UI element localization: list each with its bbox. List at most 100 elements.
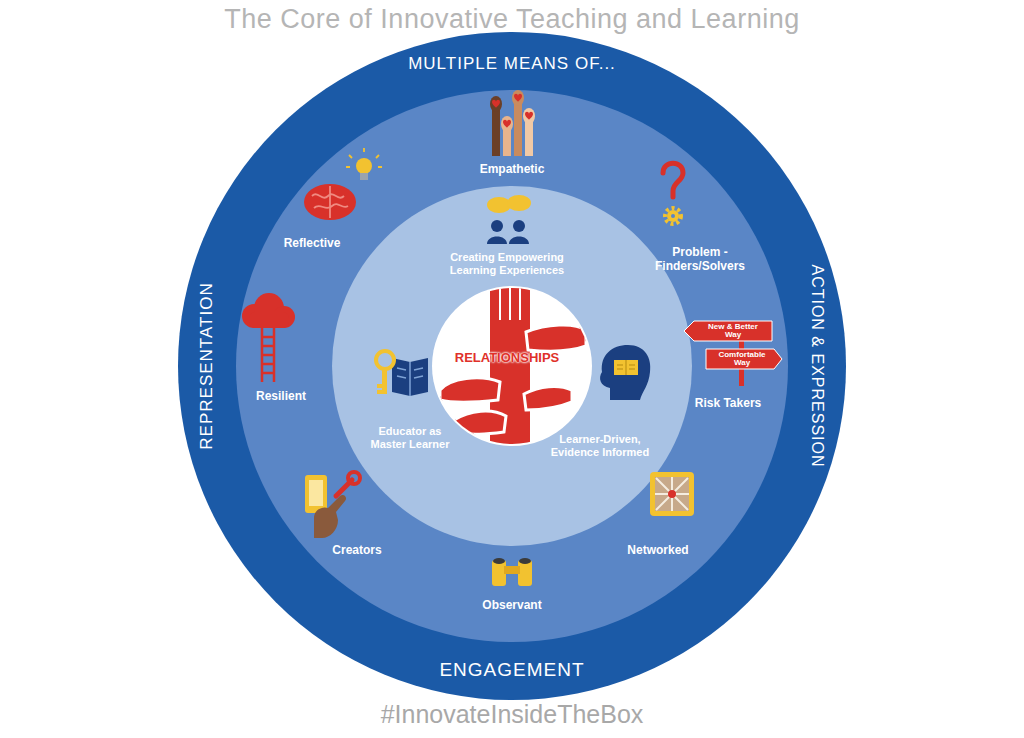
people-bubbles-icon-part	[487, 237, 529, 245]
creator-tools-icon	[305, 472, 360, 538]
key-book-icon-part	[392, 358, 428, 396]
cloud-ladder-icon-part	[273, 306, 295, 328]
relationship-hands-icon-part	[490, 288, 530, 448]
empathetic-hands-icon-part	[525, 120, 533, 156]
question-gear-icon-part	[663, 163, 683, 197]
question-gear-icon	[663, 163, 683, 224]
trait-label: Resilient	[241, 390, 321, 404]
brain-bulb-icon-part	[346, 148, 382, 167]
circle-fill	[178, 32, 846, 700]
cloud-ladder-icon	[242, 293, 295, 382]
brain-bulb-icon-part	[356, 158, 372, 174]
empathetic-hands-icon-part	[492, 100, 500, 108]
question-gear-icon-part	[665, 208, 681, 224]
ring-label: ACTION & EXPRESSION	[808, 264, 826, 467]
key-book-icon-part	[376, 351, 394, 369]
question-gear-icon-part	[667, 210, 679, 222]
binoculars-icon	[492, 558, 532, 586]
diagram-title: The Core of Innovative Teaching and Lear…	[0, 4, 1024, 35]
cloud-ladder-icon-part	[254, 293, 284, 323]
people-bubbles-icon-part	[487, 197, 511, 213]
trait-label: Empathetic	[462, 163, 562, 177]
binoculars-icon-part	[518, 560, 532, 586]
trait-label: Creators	[317, 544, 397, 558]
core-circle: Creating Empowering Learning Experiences…	[332, 186, 692, 546]
binoculars-icon-part	[493, 558, 505, 564]
ring-label: REPRESENTATION	[197, 282, 217, 449]
trait-label: Networked	[613, 544, 703, 558]
relationship-hands-icon-part	[526, 325, 586, 351]
empathetic-hands-icon-part	[523, 108, 535, 124]
empathetic-hands-icon-part	[503, 120, 511, 128]
signpost-icon	[684, 321, 782, 386]
creator-tools-icon-part	[336, 480, 352, 496]
creator-tools-icon-part	[305, 475, 327, 513]
cloud-ladder-icon-part	[242, 304, 266, 328]
sign-text: Comfortable Way	[711, 351, 773, 367]
people-bubbles-icon-part	[513, 220, 525, 232]
empathetic-hands-icon-part	[492, 108, 500, 156]
people-bubbles-icon-part	[491, 220, 503, 232]
signpost-icon-part	[684, 321, 772, 341]
creator-tools-icon-part	[314, 495, 346, 538]
head-book-icon	[600, 345, 650, 400]
relationship-hands-icon-part	[454, 411, 506, 434]
circle-fill	[236, 90, 788, 642]
network-tablet-icon	[650, 472, 694, 516]
relationship-hands-icon-part	[500, 288, 520, 320]
center-circle: RELATIONSHIPS	[432, 286, 592, 446]
illustration-part	[242, 90, 782, 586]
trait-label: Observant	[467, 599, 557, 613]
head-book-icon-part	[617, 360, 635, 375]
binoculars-icon-part	[492, 560, 506, 586]
empathetic-hands-icon-part	[501, 116, 513, 132]
core-label: Creating Empowering Learning Experiences	[432, 251, 582, 276]
empathetic-hands-icon-part	[503, 128, 511, 156]
network-tablet-icon-part	[668, 490, 676, 498]
brain-bulb-icon-part	[360, 173, 368, 180]
ring-label: MULTIPLE MEANS OF...	[408, 54, 616, 74]
empathetic-hands-icon-part	[490, 96, 502, 112]
head-book-icon-part	[614, 360, 638, 375]
trait-label: Reflective	[267, 237, 357, 251]
relationship-hands-icon-part	[524, 387, 572, 410]
head-book-icon-part	[600, 345, 650, 400]
brain-bulb-icon-part	[304, 184, 356, 220]
ring-label: ENGAGEMENT	[439, 659, 584, 681]
binoculars-icon-part	[504, 566, 520, 574]
relationship-hands-icon	[440, 288, 586, 448]
key-book-icon	[376, 351, 428, 396]
sign-text: New & Better Way	[701, 323, 765, 339]
relationship-hands-icon-part	[440, 378, 500, 402]
empathetic-hands-icon-part	[525, 112, 533, 120]
core-label: Learner-Driven, Evidence Informed	[550, 433, 650, 458]
key-book-icon-part	[377, 390, 383, 394]
circle-outline	[432, 286, 592, 446]
trait-ring: EmpatheticProblem - Finders/SolversRisk …	[236, 90, 788, 642]
diagram-caption: #InnovateInsideTheBox	[0, 700, 1024, 729]
people-bubbles-icon	[487, 195, 531, 244]
empathetic-hands-icon-part	[514, 102, 522, 156]
key-book-icon-part	[377, 384, 383, 388]
signpost-icon-part	[706, 349, 782, 369]
key-book-icon-part	[397, 362, 423, 396]
empathetic-hands-icon-part	[512, 90, 524, 106]
circle-fill	[432, 286, 592, 446]
cloud-ladder-icon-part	[262, 328, 274, 382]
key-book-icon-part	[382, 368, 387, 394]
creator-tools-icon-part	[309, 480, 323, 506]
center-label: RELATIONSHIPS	[455, 351, 560, 366]
people-bubbles-icon-part	[507, 195, 531, 211]
network-tablet-icon-part	[655, 477, 689, 511]
creator-tools-icon-part	[348, 472, 360, 484]
circle-fill	[332, 186, 692, 546]
core-label: Educator as Master Learner	[370, 425, 450, 450]
empathetic-hands-icon	[490, 90, 535, 156]
binoculars-icon-part	[519, 558, 531, 564]
trait-label: Risk Takers	[683, 397, 773, 411]
signpost-icon-part	[739, 326, 744, 386]
brain-bulb-icon	[304, 148, 382, 220]
network-tablet-icon-part	[655, 477, 689, 511]
